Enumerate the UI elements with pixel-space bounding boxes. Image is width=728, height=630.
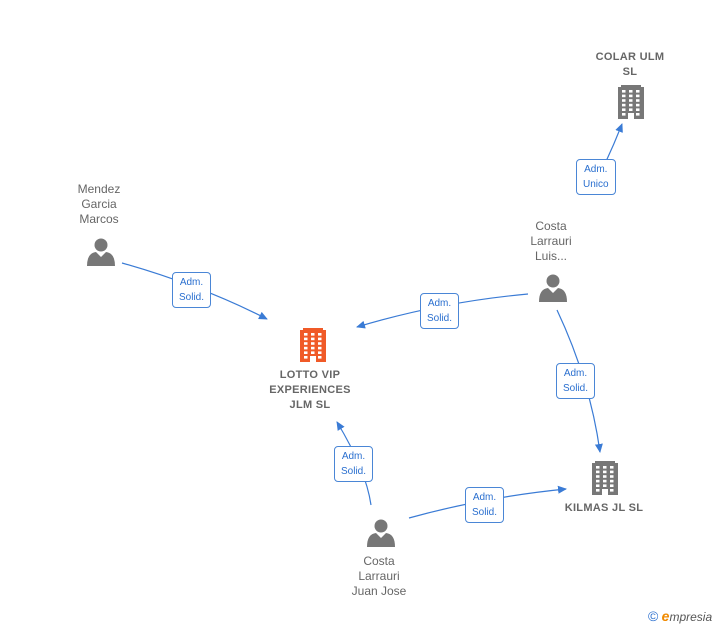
label-line: Mendez — [77, 182, 121, 196]
label-line: KILMAS JL SL — [564, 502, 644, 514]
copyright-icon: © — [648, 608, 659, 624]
building-icon-colar[interactable] — [618, 85, 644, 119]
badge-line: Solid. — [179, 292, 205, 303]
empresia-brand[interactable]: © empresia — [648, 608, 712, 624]
label-line: COLAR ULM — [595, 51, 665, 63]
label-line: Marcos — [79, 212, 119, 226]
building-icon-lotto[interactable] — [300, 328, 326, 362]
badge-line: Solid. — [341, 466, 367, 477]
badge-line: Adm. — [563, 368, 588, 379]
person-icon-luis[interactable] — [539, 274, 567, 303]
badge-line: Adm. — [427, 298, 452, 309]
badge-line: Solid. — [472, 507, 498, 518]
label-line: LOTTO VIP — [279, 369, 341, 381]
badge-line: Adm. — [179, 277, 204, 288]
label-line: Costa — [363, 554, 395, 568]
brand-e: e — [661, 608, 670, 624]
brand-name: mpresia — [669, 610, 713, 624]
edge-badge-luis-colar[interactable]: Adm. Unico — [576, 159, 616, 195]
label-line: EXPERIENCES — [269, 384, 351, 396]
edge-badge-juanjose-kilmas[interactable]: Adm. Solid. — [465, 487, 505, 523]
building-icon-kilmas[interactable] — [592, 461, 618, 495]
edge-badge-luis-lotto[interactable]: Adm. Solid. — [420, 293, 460, 329]
edge-badge-juanjose-lotto[interactable]: Adm. Solid. — [334, 446, 374, 482]
label-line: Larrauri — [358, 569, 400, 583]
node-label-lotto[interactable]: LOTTO VIP EXPERIENCES JLM SL — [250, 368, 370, 413]
person-icon-mendez[interactable] — [87, 238, 115, 267]
node-label-colar[interactable]: COLAR ULM SL — [580, 50, 680, 80]
badge-line: Solid. — [427, 313, 453, 324]
label-line: Garcia — [81, 197, 117, 211]
person-icon-juanjose[interactable] — [367, 519, 395, 548]
edge-badge-mendez-lotto[interactable]: Adm. Solid. — [172, 272, 212, 308]
label-line: JLM SL — [289, 399, 331, 411]
badge-line: Adm. — [584, 164, 608, 175]
label-line: SL — [622, 66, 638, 78]
badge-line: Unico — [583, 179, 609, 190]
label-line: Juan Jose — [351, 584, 407, 598]
label-line: Costa — [535, 219, 567, 233]
badge-line: Adm. — [341, 451, 366, 462]
badge-line: Adm. — [472, 492, 497, 503]
node-label-kilmas[interactable]: KILMAS JL SL — [554, 501, 654, 516]
edge-badge-luis-kilmas[interactable]: Adm. Solid. — [556, 363, 596, 399]
badge-line: Solid. — [563, 383, 589, 394]
node-icons — [87, 85, 644, 547]
label-line: Luis... — [534, 249, 567, 263]
label-line: Larrauri — [530, 234, 572, 248]
